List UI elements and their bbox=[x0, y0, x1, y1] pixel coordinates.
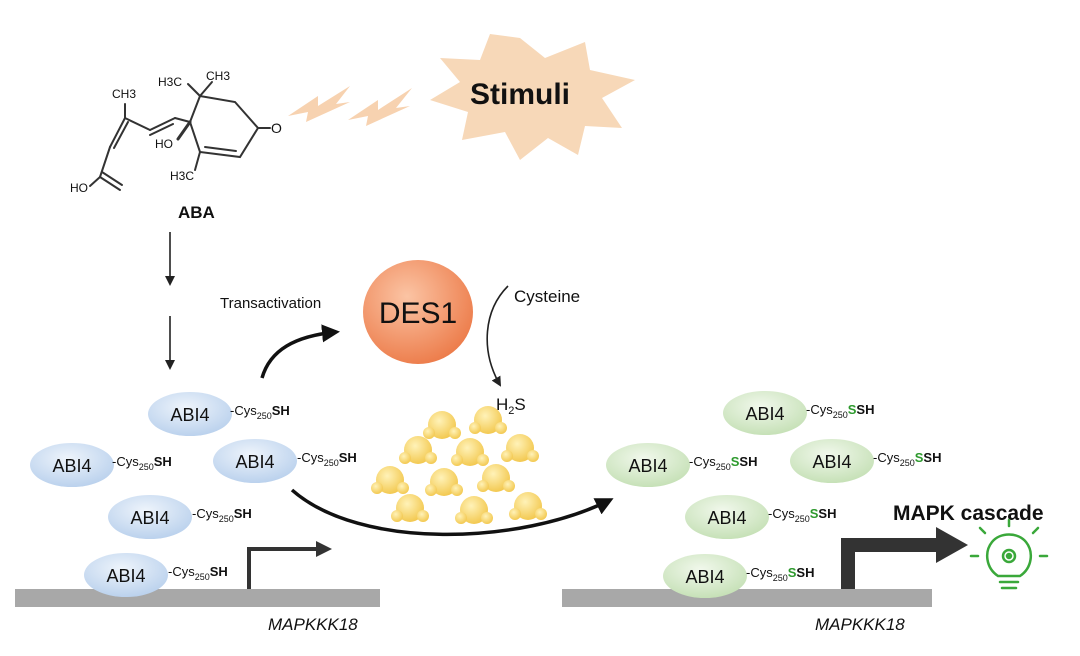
h2s-molecule bbox=[477, 464, 515, 492]
mapk-label: MAPK cascade bbox=[893, 502, 1044, 525]
svg-text:-Cys250SH: -Cys250SH bbox=[230, 403, 290, 421]
svg-text:ABI4: ABI4 bbox=[628, 456, 667, 476]
svg-text:-Cys250SH: -Cys250SH bbox=[112, 454, 172, 472]
aba-molecule bbox=[89, 81, 271, 191]
svg-text:-Cys250SSH: -Cys250SSH bbox=[806, 402, 874, 420]
persulfidation-arrow bbox=[290, 488, 614, 537]
abi4-reduced: ABI4 -Cys250SH bbox=[148, 392, 290, 436]
svg-text:-Cys250SSH: -Cys250SSH bbox=[873, 450, 941, 468]
svg-text:ABI4: ABI4 bbox=[685, 567, 724, 587]
abi4-reduced: ABI4 -Cys250SH bbox=[213, 439, 357, 483]
gene-bar-right bbox=[562, 589, 932, 607]
abi4-reduced: ABI4 -Cys250SH bbox=[30, 443, 172, 487]
abi4-persulfidated-bound: ABI4 -Cys250SSH bbox=[663, 554, 814, 598]
abi4-persulfidated: ABI4 -Cys250SSH bbox=[790, 439, 941, 483]
svg-text:-Cys250SSH: -Cys250SSH bbox=[768, 506, 836, 524]
ketone-o: O bbox=[271, 120, 282, 136]
h2s-molecule bbox=[391, 494, 429, 522]
cysteine-to-h2s-arrow bbox=[486, 285, 509, 387]
svg-text:-Cys250SSH: -Cys250SSH bbox=[689, 454, 757, 472]
gene-label-right: MAPKKK18 bbox=[815, 615, 905, 634]
svg-text:ABI4: ABI4 bbox=[707, 508, 746, 528]
lightbulb-gear-icon bbox=[969, 518, 1049, 590]
transactivation-arrow bbox=[260, 324, 340, 379]
gene-label-left: MAPKKK18 bbox=[268, 615, 358, 634]
svg-text:-Cys250SH: -Cys250SH bbox=[192, 506, 252, 524]
carboxyl-label: HO bbox=[70, 181, 88, 195]
gene-bar-left bbox=[15, 589, 380, 607]
cysteine-label: Cysteine bbox=[514, 287, 580, 306]
h2s-molecule bbox=[509, 492, 547, 520]
svg-text:ABI4: ABI4 bbox=[235, 452, 274, 472]
aba-label: ABA bbox=[178, 203, 215, 222]
dimethyl-right-label: CH3 bbox=[206, 69, 230, 83]
promoter-arrowhead-left bbox=[316, 541, 332, 557]
abi4-persulfidated: ABI4 -Cys250SSH bbox=[685, 495, 836, 539]
h2s-label: H2S bbox=[496, 395, 526, 417]
stimuli-burst bbox=[430, 34, 635, 160]
svg-text:ABI4: ABI4 bbox=[52, 456, 91, 476]
h2s-molecule bbox=[451, 438, 489, 466]
svg-text:-Cys250SH: -Cys250SH bbox=[297, 450, 357, 468]
stimuli-label: Stimuli bbox=[470, 78, 570, 111]
h2s-cluster bbox=[371, 406, 547, 524]
h2s-molecule bbox=[501, 434, 539, 462]
h2s-molecule bbox=[399, 436, 437, 464]
des1-label: DES1 bbox=[379, 297, 457, 330]
svg-text:ABI4: ABI4 bbox=[170, 405, 209, 425]
h2s-molecule bbox=[425, 468, 463, 496]
h2s-molecule bbox=[423, 411, 461, 439]
transactivation-label: Transactivation bbox=[220, 295, 321, 312]
h2s-molecule bbox=[469, 406, 507, 434]
svg-text:ABI4: ABI4 bbox=[130, 508, 169, 528]
svg-text:ABI4: ABI4 bbox=[106, 566, 145, 586]
abi4-persulfidated: ABI4 -Cys250SSH bbox=[723, 391, 874, 435]
des1-circle bbox=[363, 260, 473, 364]
promoter-arrow-left bbox=[247, 547, 318, 589]
svg-text:-Cys250SSH: -Cys250SSH bbox=[746, 565, 814, 583]
abi4-reduced: ABI4 -Cys250SH bbox=[108, 495, 252, 539]
lightning-bolts bbox=[288, 86, 412, 126]
methyl-top-label: CH3 bbox=[112, 87, 136, 101]
hydroxyl-label: HO bbox=[155, 137, 173, 151]
svg-text:-Cys250SH: -Cys250SH bbox=[168, 564, 228, 582]
abi4-reduced-bound: ABI4 -Cys250SH bbox=[84, 553, 228, 597]
svg-text:ABI4: ABI4 bbox=[745, 404, 784, 424]
abi4-persulfidated: ABI4 -Cys250SSH bbox=[606, 443, 757, 487]
h2s-molecule bbox=[455, 496, 493, 524]
dimethyl-left-label: H3C bbox=[158, 75, 182, 89]
promoter-arrow-right bbox=[841, 538, 940, 589]
ring-methyl-label: H3C bbox=[170, 169, 194, 183]
h2s-molecule bbox=[371, 466, 409, 494]
promoter-arrowhead-right bbox=[936, 527, 968, 563]
svg-text:ABI4: ABI4 bbox=[812, 452, 851, 472]
